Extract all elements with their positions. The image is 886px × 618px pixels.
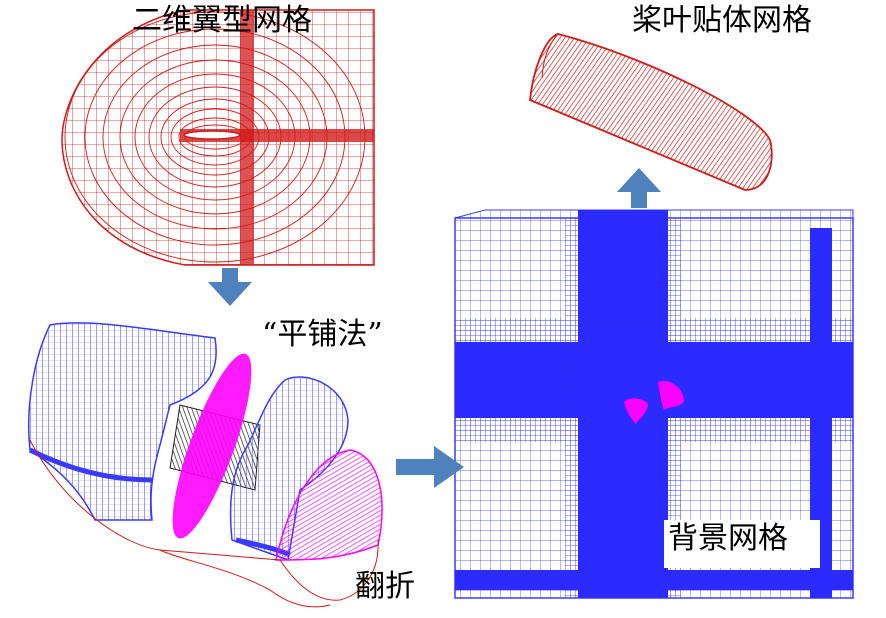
airfoil-2d-mesh <box>61 9 375 266</box>
blade-sections <box>624 380 684 424</box>
background-mesh-title: 背景网格 <box>668 521 788 556</box>
arrow-right-icon <box>396 446 464 488</box>
blade-mesh-title: 桨叶贴体网格 <box>632 3 812 38</box>
tiling-method-label: “平铺法” <box>262 317 383 352</box>
background-mesh-cube <box>454 209 854 599</box>
blade-body-fitted-mesh <box>529 33 773 191</box>
tiling-3d-mesh <box>27 322 383 608</box>
airfoil-mesh-title: 二维翼型网格 <box>132 3 312 38</box>
background-mesh-label-bg <box>664 520 820 568</box>
folding-label: 翻折 <box>355 569 415 604</box>
arrow-down-icon <box>208 268 252 306</box>
arrow-up-icon <box>617 168 661 208</box>
magenta-disk <box>172 353 252 539</box>
airfoil-shape <box>183 130 241 140</box>
